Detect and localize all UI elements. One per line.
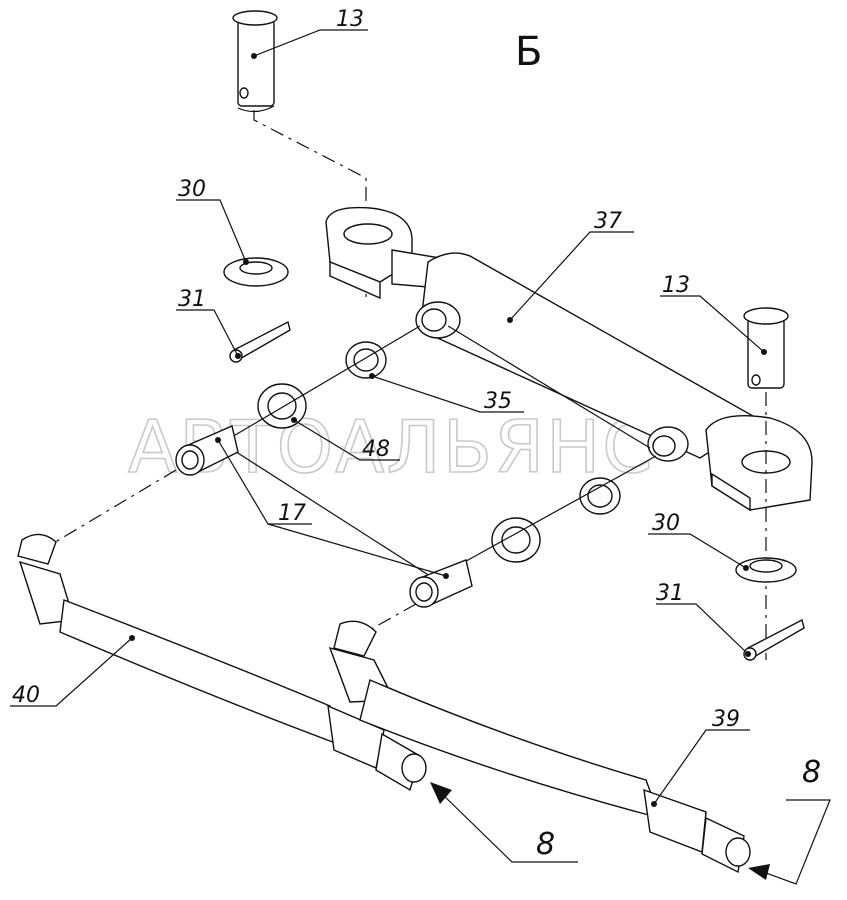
hydraulic-cylinder-37: [325, 206, 813, 512]
hose-40: [17, 533, 427, 792]
callout-31-left: 31: [178, 287, 206, 312]
callout-13-right: 13: [662, 273, 690, 298]
callout-48: 48: [362, 437, 390, 462]
seal-48-top: [257, 383, 307, 429]
callout-17: 17: [278, 501, 306, 526]
callout-30-left: 30: [178, 177, 206, 202]
seal-48-bottom: [491, 517, 541, 563]
callout-40: 40: [12, 683, 40, 708]
callout-35: 35: [484, 389, 512, 414]
callout-13-top: 13: [336, 7, 364, 32]
callout-39: 39: [712, 707, 740, 732]
pin-13-right: [743, 307, 789, 389]
callout-37: 37: [594, 209, 622, 234]
hose-39: [328, 620, 751, 874]
leader-lines: [10, 29, 831, 885]
fitting-17-top: [175, 425, 239, 476]
view-label: Б: [515, 29, 542, 75]
pin-13-top: [232, 10, 278, 113]
seal-35-top: [345, 341, 387, 379]
callout-30-right: 30: [652, 511, 680, 536]
seal-35-bottom: [579, 477, 621, 515]
washer-30-left: [223, 257, 289, 287]
callout-8-right: 8: [802, 755, 821, 790]
callouts: 13 30 31 37 13 35 48 17 30 31 40 39 8 8: [12, 7, 821, 862]
callout-31-right: 31: [656, 581, 684, 606]
cotter-pin-31-right: [743, 618, 805, 661]
callout-8-bottom: 8: [536, 827, 555, 862]
fitting-17-bottom: [409, 559, 473, 608]
washer-30-right: [735, 557, 797, 583]
